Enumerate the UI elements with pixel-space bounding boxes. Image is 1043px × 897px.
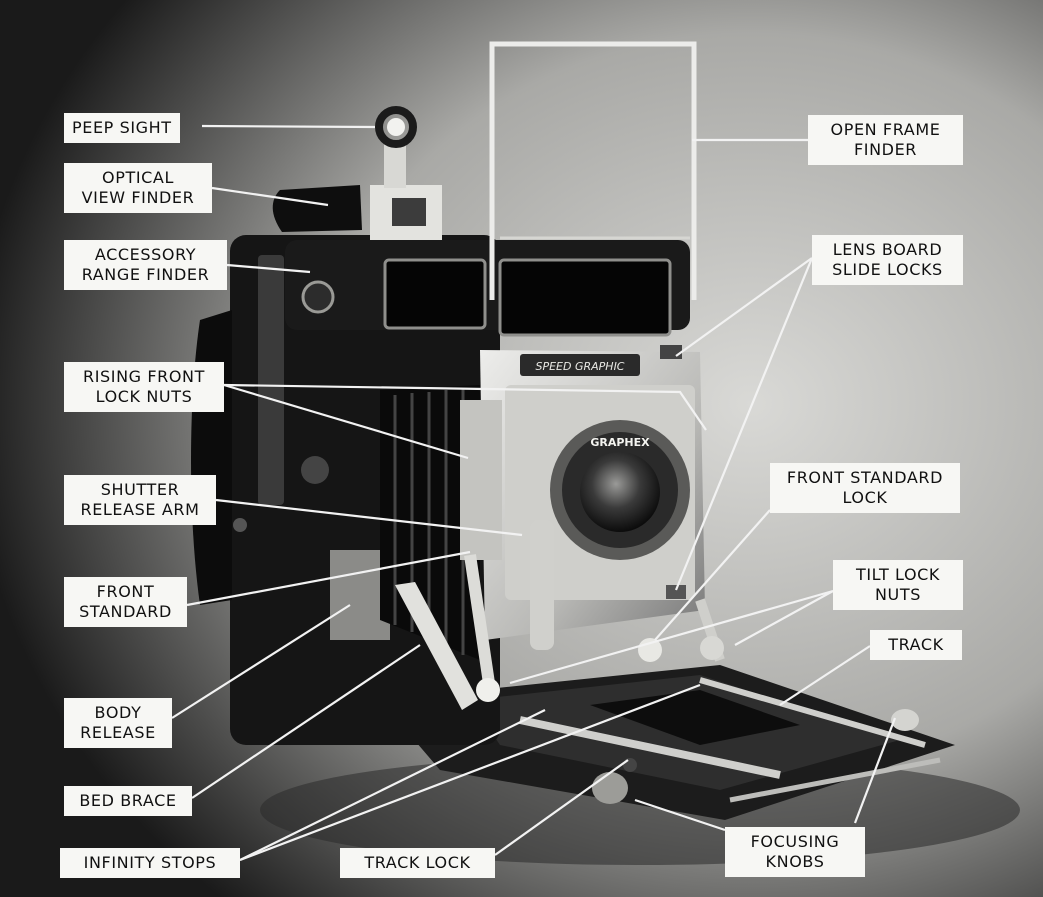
leader-front-standard xyxy=(186,550,471,607)
label-open-frame-finder: OPEN FRAME FINDER xyxy=(808,115,963,165)
label-rising-front-lock-nuts-line2: LOCK NUTS xyxy=(95,387,193,406)
front-standard-lock-knob xyxy=(476,678,500,702)
leader-lines xyxy=(171,124,897,862)
track-inner xyxy=(590,690,800,745)
cable-release xyxy=(530,520,554,650)
leader-tilt-lock-1 xyxy=(509,589,834,685)
top-window-right xyxy=(498,258,672,337)
leader-bed-brace xyxy=(191,644,421,799)
leader-accessory-range-finder xyxy=(226,263,311,274)
label-focusing-knobs: FOCUSING KNOBS xyxy=(725,827,865,877)
label-body-release-line2: RELEASE xyxy=(80,723,156,742)
label-peep-sight: PEEP SIGHT xyxy=(64,113,180,143)
label-track: TRACK xyxy=(870,630,962,660)
label-front-standard-line1: FRONT xyxy=(96,582,155,601)
shutter-release-arm xyxy=(460,400,502,560)
tilt-lock-nut-right xyxy=(700,636,724,660)
label-accessory-range-finder-line1: ACCESSORY xyxy=(94,245,197,264)
open-frame-finder xyxy=(489,41,697,300)
label-bed-brace-line1: BED BRACE xyxy=(79,791,177,810)
bed-brace xyxy=(395,582,478,710)
leader-focusing-knobs-2 xyxy=(634,798,726,832)
label-lens-board-slide-locks-line2: SLIDE LOCKS xyxy=(832,260,943,279)
top-window-left xyxy=(383,258,487,330)
track-rail-front xyxy=(729,757,941,803)
label-tilt-lock-nuts-line1: TILT LOCK xyxy=(855,565,941,584)
label-track-line1: TRACK xyxy=(888,635,944,654)
leader-rising-front-1 xyxy=(223,383,469,460)
body-screw-1 xyxy=(301,456,329,484)
label-body-release: BODY RELEASE xyxy=(64,698,172,748)
label-shutter-release-arm-line1: SHUTTER xyxy=(100,480,180,499)
label-accessory-range-finder: ACCESSORY RANGE FINDER xyxy=(64,240,227,290)
slide-lock-top xyxy=(660,345,682,359)
label-lens-board-slide-locks: LENS BOARD SLIDE LOCKS xyxy=(812,235,963,285)
range-finder-window xyxy=(301,280,335,314)
leader-rising-front-2 xyxy=(223,383,707,431)
track-lock-knob xyxy=(623,758,637,772)
nameplate xyxy=(520,354,640,376)
leader-infinity-stops-1 xyxy=(239,709,546,861)
label-front-standard-lock: FRONT STANDARD LOCK xyxy=(770,463,960,513)
leader-lens-board-1 xyxy=(675,257,813,357)
leader-shutter-release-arm xyxy=(215,498,523,537)
label-open-frame-finder-line1: OPEN FRAME xyxy=(830,120,941,139)
label-track-lock-line1: TRACK LOCK xyxy=(364,853,471,872)
label-rising-front-lock-nuts: RISING FRONT LOCK NUTS xyxy=(64,362,224,412)
leader-track-lock xyxy=(494,759,629,856)
optical-view-finder xyxy=(272,185,362,232)
focusing-knob-left xyxy=(592,772,628,804)
lens-ring-text: GRAPHEX xyxy=(590,436,650,449)
leader-track xyxy=(779,645,871,706)
label-tilt-lock-nuts-line2: NUTS xyxy=(874,585,921,604)
slide-lock-bottom xyxy=(666,585,686,599)
label-track-lock: TRACK LOCK xyxy=(340,848,495,878)
label-shutter-release-arm: SHUTTER RELEASE ARM xyxy=(64,475,216,525)
leader-tilt-lock-2 xyxy=(734,590,834,646)
label-peep-sight-line1: PEEP SIGHT xyxy=(72,118,172,137)
label-optical-view-finder-line1: OPTICAL xyxy=(102,168,174,187)
track-rail-right xyxy=(699,677,926,748)
body-screw-2 xyxy=(233,518,247,532)
label-optical-view-finder-line2: VIEW FINDER xyxy=(81,188,195,207)
leader-front-standard-lock xyxy=(654,509,771,641)
peep-sight-post xyxy=(384,140,406,188)
label-lens-board-slide-locks-line1: LENS BOARD xyxy=(832,240,943,259)
body-highlight xyxy=(258,255,284,505)
label-tilt-lock-nuts: TILT LOCK NUTS xyxy=(833,560,963,610)
label-accessory-range-finder-line2: RANGE FINDER xyxy=(81,265,210,284)
label-front-standard-lock-line1: FRONT STANDARD xyxy=(786,468,944,487)
label-optical-view-finder: OPTICAL VIEW FINDER xyxy=(64,163,212,213)
peep-sight-ring xyxy=(375,106,417,148)
label-rising-front-lock-nuts-line1: RISING FRONT xyxy=(82,367,206,386)
peep-sight-inner xyxy=(387,118,405,136)
label-front-standard: FRONT STANDARD xyxy=(64,577,187,627)
leader-body-release xyxy=(171,604,351,719)
leader-peep-sight xyxy=(201,124,376,129)
leader-optical-view-finder xyxy=(211,186,329,207)
nameplate-text: SPEED GRAPHIC xyxy=(535,360,624,373)
finder-lens xyxy=(392,198,426,226)
label-front-standard-lock-line2: LOCK xyxy=(842,488,888,507)
side-handle xyxy=(191,310,232,605)
focusing-knob-right xyxy=(891,709,919,731)
front-standard-strut-left xyxy=(464,554,496,691)
label-infinity-stops: INFINITY STOPS xyxy=(60,848,240,878)
label-focusing-knobs-line2: KNOBS xyxy=(765,852,825,871)
label-infinity-stops-line1: INFINITY STOPS xyxy=(83,853,217,872)
label-bed-brace: BED BRACE xyxy=(64,786,192,816)
lens-glass xyxy=(580,452,660,532)
label-open-frame-finder-line2: FINDER xyxy=(853,140,918,159)
label-focusing-knobs-line1: FOCUSING xyxy=(750,832,840,851)
label-shutter-release-arm-line2: RELEASE ARM xyxy=(80,500,200,519)
label-body-release-line1: BODY xyxy=(94,703,142,722)
leader-infinity-stops-2 xyxy=(239,683,701,862)
leader-lens-board-2 xyxy=(674,257,814,591)
label-front-standard-line2: STANDARD xyxy=(79,602,172,621)
track-rail-left xyxy=(519,716,781,779)
leader-focusing-knobs-1 xyxy=(853,717,897,824)
